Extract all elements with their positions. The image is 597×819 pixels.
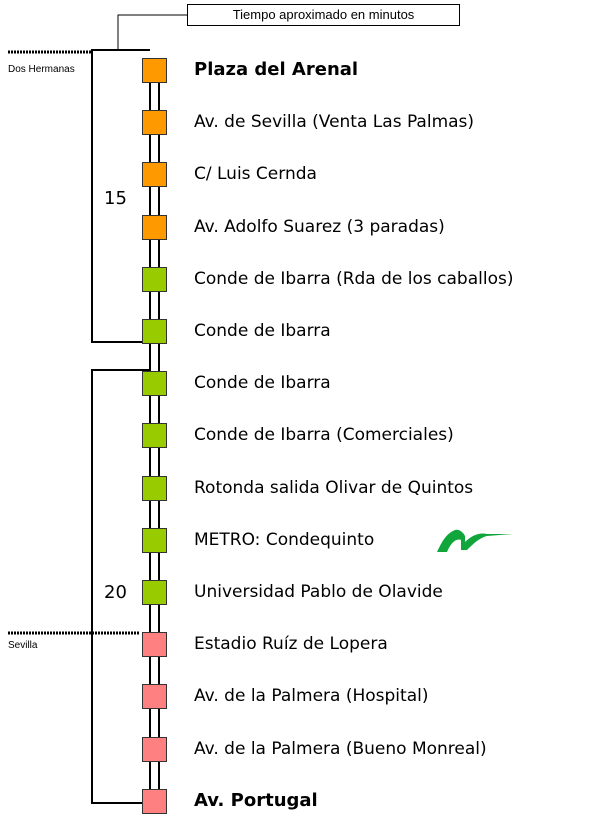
stop-marker — [142, 423, 167, 449]
metro-logo-icon — [437, 529, 513, 552]
stop-marker — [142, 110, 167, 136]
stop-label: Av. Adolfo Suarez (3 paradas) — [194, 216, 445, 237]
stop-marker — [142, 788, 167, 814]
stop-marker — [142, 632, 167, 658]
time-label-second: 20 — [104, 582, 127, 603]
stop-marker — [142, 319, 167, 344]
stop-label: Conde de Ibarra — [194, 321, 331, 341]
stop-label: C/ Luis Cernda — [194, 164, 317, 185]
stop-label: Av. de la Palmera (Hospital) — [194, 686, 429, 707]
stop-label: Estadio Ruíz de Lopera — [194, 634, 388, 655]
stop-marker — [142, 736, 167, 762]
time-label-first: 15 — [104, 188, 127, 209]
legend-box: Tiempo aproximado en minutos — [187, 4, 460, 26]
stop-label: Av. de la Palmera (Bueno Monreal) — [194, 738, 487, 759]
stop-label: Conde de Ibarra — [194, 373, 331, 394]
zone-label-start: Dos Hermanas — [8, 64, 75, 75]
stop-label: Conde de Ibarra (Comerciales) — [194, 425, 454, 446]
stop-marker — [142, 162, 167, 188]
stop-marker — [142, 527, 167, 553]
stop-marker — [142, 475, 167, 501]
stop-marker — [142, 214, 167, 240]
stop-label: Av. Portugal — [194, 789, 318, 811]
stop-label: Conde de Ibarra (Rda de los caballos) — [194, 268, 514, 289]
stop-label: Av. de Sevilla (Venta Las Palmas) — [194, 112, 475, 133]
stop-label: Rotonda salida Olivar de Quintos — [194, 477, 474, 498]
stop-marker — [142, 684, 167, 710]
stop-marker — [142, 371, 167, 397]
stop-label: Universidad Pablo de Olavide — [194, 582, 443, 602]
stop-label: Plaza del Arenal — [194, 59, 359, 80]
zone-label-end: Sevilla — [8, 640, 38, 651]
stop-label: METRO: Condequinto — [194, 529, 375, 550]
stop-marker — [142, 58, 167, 83]
stop-marker — [142, 266, 167, 292]
stop-marker — [142, 580, 167, 605]
